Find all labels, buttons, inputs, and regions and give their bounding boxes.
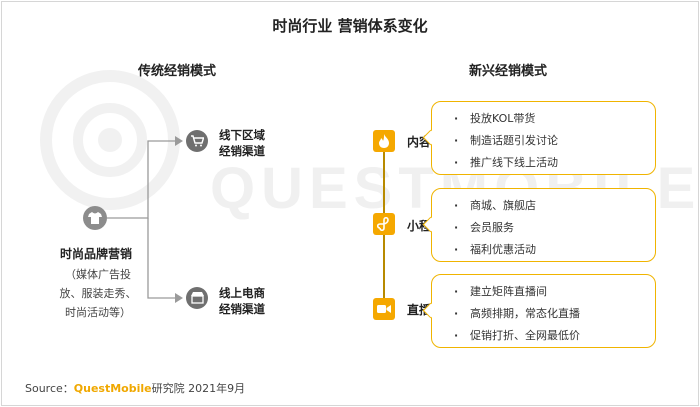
note-line-2: 放、服装走秀、 <box>59 287 137 300</box>
online-channel-label: 线上电商 经销渠道 <box>219 285 265 317</box>
online-channel-line2: 经销渠道 <box>219 302 265 316</box>
shop-icon <box>186 287 208 309</box>
note-line-1: （媒体广告投 <box>65 268 131 281</box>
list-item: 商城、旗舰店 <box>454 195 655 217</box>
tshirt-icon <box>83 206 107 230</box>
offline-channel-line1: 线下区域 <box>219 128 265 142</box>
source-suffix: 研究院 2021年9月 <box>151 382 246 395</box>
online-channel-line1: 线上电商 <box>219 286 265 300</box>
mini-program-bubble: 商城、旗舰店 会员服务 福利优惠活动 <box>431 188 656 262</box>
note-line-3: 时尚活动等） <box>65 306 131 319</box>
source-brand: QuestMobile <box>73 382 152 395</box>
connector-to-offline <box>107 140 175 219</box>
video-icon <box>373 298 395 320</box>
traditional-model-heading: 传统经销模式 <box>138 64 217 79</box>
source-prefix: Source： <box>25 382 74 395</box>
arrow-to-online <box>175 293 183 303</box>
live-ecommerce-bubble: 建立矩阵直播间 高频排期，常态化直播 促销打折、全网最低价 <box>431 274 656 348</box>
list-item: 福利优惠活动 <box>454 239 655 261</box>
list-item: 推广线下线上活动 <box>454 152 655 174</box>
arrow-to-offline <box>175 136 183 146</box>
connector-to-online <box>147 218 175 299</box>
list-item: 促销打折、全网最低价 <box>454 325 655 347</box>
watermark-logo-dot <box>98 128 122 152</box>
brand-marketing-title: 时尚品牌营销 <box>59 247 132 261</box>
content-marketing-bubble: 投放KOL带货 制造话题引发讨论 推广线下线上活动 <box>431 101 656 175</box>
source-note: Source：QuestMobile研究院 2021年9月 <box>25 380 245 396</box>
offline-channel-line2: 经销渠道 <box>219 144 265 158</box>
list-item: 建立矩阵直播间 <box>454 281 655 303</box>
list-item: 投放KOL带货 <box>454 108 655 130</box>
list-item: 制造话题引发讨论 <box>454 130 655 152</box>
list-item: 会员服务 <box>454 217 655 239</box>
flame-icon <box>373 130 395 152</box>
emerging-model-heading: 新兴经销模式 <box>469 64 548 79</box>
offline-channel-label: 线下区域 经销渠道 <box>219 127 265 159</box>
watermark-logo-inner-ring <box>73 103 147 177</box>
miniprogram-icon <box>373 213 395 235</box>
page-title: 时尚行业 营销体系变化 <box>272 17 428 35</box>
list-item: 高频排期，常态化直播 <box>454 303 655 325</box>
brand-marketing-note: （媒体广告投 放、服装走秀、 时尚活动等） <box>52 265 144 322</box>
cart-icon <box>186 130 208 152</box>
